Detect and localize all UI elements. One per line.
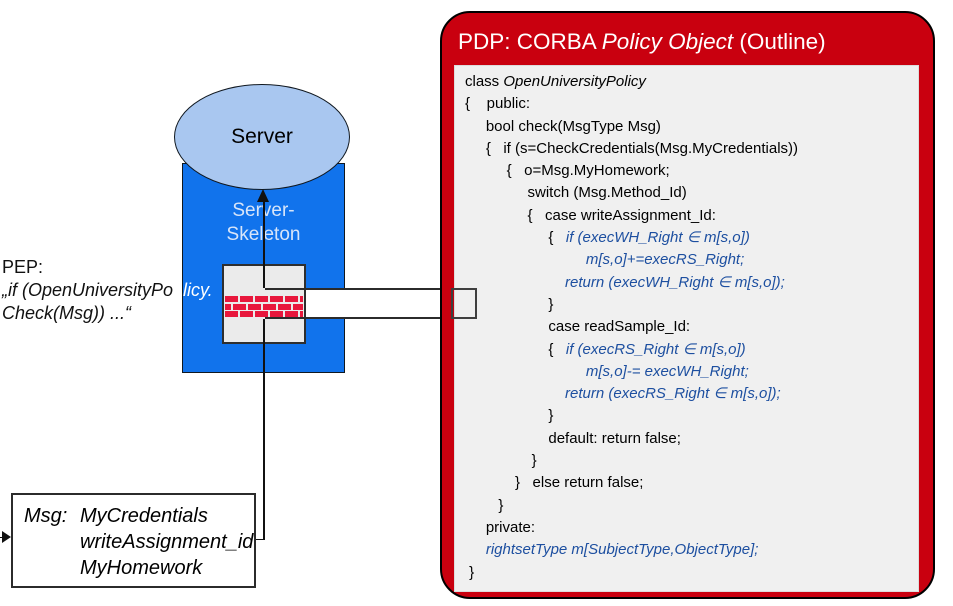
pep-label-block: PEP: „if (OpenUniversityPo licy. Check(M… <box>2 256 262 325</box>
firewall-bricks-row <box>225 296 303 302</box>
pep-code-line-2: Check(Msg)) ...“ <box>2 303 132 323</box>
code-line: class OpenUniversityPolicy <box>465 73 646 90</box>
code-line: switch (Msg.Method_Id) <box>465 184 687 202</box>
pdp-title-pre: PDP: CORBA <box>458 29 602 54</box>
pdp-title: PDP: CORBA Policy Object (Outline) <box>458 29 826 55</box>
policy-code-panel: class OpenUniversityPolicy { public: bool… <box>454 65 919 592</box>
interception-connector-top-line <box>265 288 306 290</box>
code-line: } <box>465 563 475 581</box>
firewall-bricks-row <box>225 303 303 310</box>
code-line: } <box>465 496 504 514</box>
code-line: private: <box>465 518 536 536</box>
interception-connector-notch <box>451 288 477 319</box>
pdp-title-post: (Outline) <box>733 29 826 54</box>
code-line: rightsetType m[SubjectType,ObjectType]; <box>485 541 759 559</box>
code-line: bool check(MsgType Msg) <box>465 117 661 135</box>
interception-connector <box>306 288 442 319</box>
code-line: } <box>465 295 554 313</box>
code-line: return (execWH_Right ∈ m[s,o]); <box>565 273 785 291</box>
pep-title: PEP: <box>2 257 44 277</box>
pep-code-line-1: „if (OpenUniversityPo licy. <box>2 279 262 302</box>
msg-label: Msg: <box>24 505 68 527</box>
msg-items: MyCredentials writeAssignment_id MyHomew… <box>80 503 253 586</box>
pep-code-line-1-light: licy. <box>183 280 213 300</box>
code-line: case readSample_Id: <box>465 318 691 336</box>
pep-code-line-1-dark: „if (OpenUniversityPo <box>2 280 174 300</box>
code-line: { o=Msg.MyHomework; <box>465 162 670 180</box>
code-line: { if (s=CheckCredentials(Msg.MyCredentia… <box>465 139 799 157</box>
arrow-up-head <box>257 189 269 202</box>
msg-connector-line <box>254 538 265 541</box>
code-line: { if (execRS_Right ∈ m[s,o]) <box>465 340 746 358</box>
firewall-bricks-row <box>225 311 303 317</box>
code-block: class OpenUniversityPolicy { public: bool… <box>465 71 798 584</box>
msg-item: MyCredentials <box>80 505 208 527</box>
pdp-title-italic: Policy Object <box>601 29 734 54</box>
server-ellipse: Server <box>174 84 350 190</box>
call-arrow-line-lower <box>263 319 265 540</box>
msg-arrow-head <box>2 531 11 543</box>
code-line: default: return false; <box>465 429 681 447</box>
code-line: { if (execWH_Right ∈ m[s,o]) <box>465 229 750 247</box>
pdp-box: PDP: CORBA Policy Object (Outline) class… <box>440 11 935 599</box>
code-line: } else return false; <box>465 474 644 492</box>
msg-item: MyHomework <box>80 557 203 579</box>
code-line: } <box>465 407 554 425</box>
code-line: { case writeAssignment_Id: <box>465 206 716 224</box>
code-line: m[s,o]-= execWH_Right; <box>585 362 749 380</box>
code-line: m[s,o]+=execRS_Right; <box>585 251 745 269</box>
code-line: { public: <box>465 95 531 113</box>
code-line: } <box>465 452 537 470</box>
msg-item: writeAssignment_id <box>80 531 254 553</box>
server-label: Server <box>231 125 293 148</box>
call-arrow-line-upper <box>263 199 265 288</box>
code-line: return (execRS_Right ∈ m[s,o]); <box>565 385 781 403</box>
interception-connector-bottom-line <box>265 317 306 319</box>
msg-box: Msg: MyCredentials writeAssignment_id My… <box>11 493 256 588</box>
